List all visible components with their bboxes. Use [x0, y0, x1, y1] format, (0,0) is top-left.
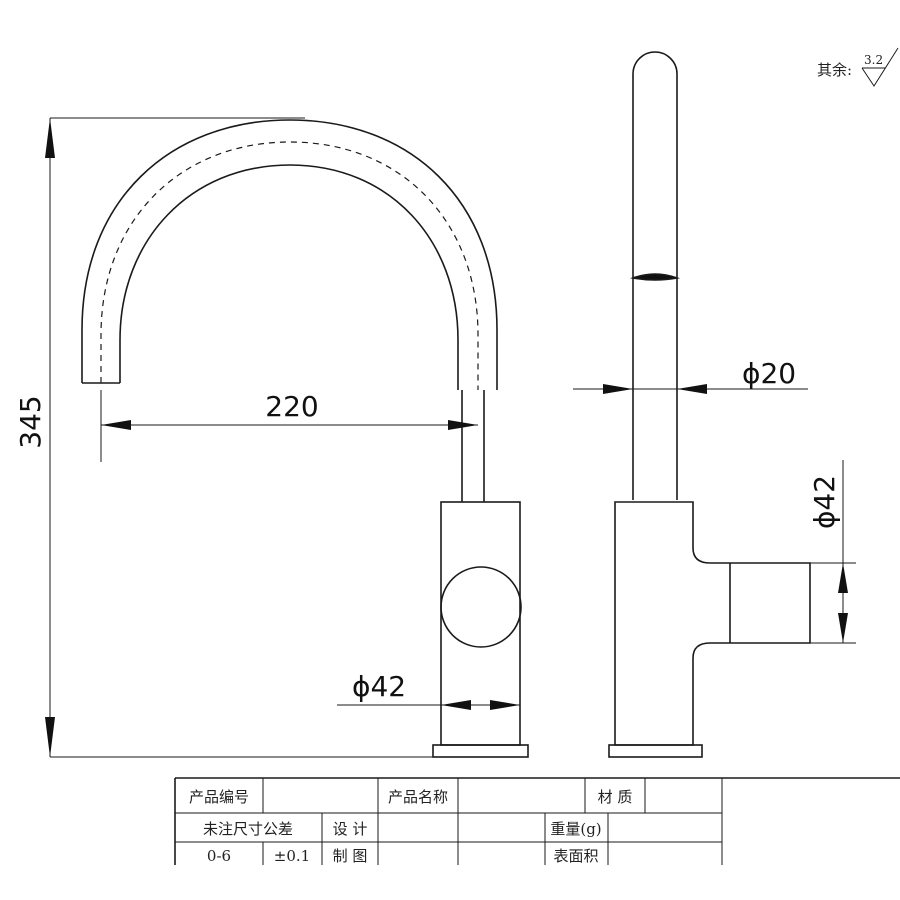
front-view — [81, 119, 529, 758]
svg-text:3.2: 3.2 — [864, 53, 883, 67]
stem-section-mark — [629, 273, 681, 281]
material-label: 材 质 — [598, 788, 633, 806]
tolerance-value: ±0.1 — [274, 847, 310, 865]
spout-inner-edge — [119, 164, 459, 390]
title-block: 产品编号 产品名称 材 质 未注尺寸公差 设 计 重量(g) 0-6 ±0.1 … — [174, 777, 900, 865]
dimension-handle-diameter: ϕ42 — [808, 460, 856, 644]
faucet-body — [440, 501, 521, 746]
dimension-220-label: 220 — [265, 390, 318, 423]
dimension-phi42-front-label: ϕ42 — [352, 670, 406, 703]
range-label: 0-6 — [207, 847, 231, 865]
stem-outline — [632, 51, 678, 500]
side-body — [614, 501, 811, 746]
product-name-label: 产品名称 — [388, 788, 448, 806]
drafting-label: 制 图 — [333, 847, 368, 865]
surface-area-label: 表面积 — [553, 847, 598, 865]
dimension-345-label: 345 — [14, 395, 47, 448]
base-plate — [432, 744, 529, 758]
design-label: 设 计 — [333, 820, 368, 838]
side-view — [608, 51, 811, 758]
dimension-phi20-label: ϕ20 — [742, 357, 796, 390]
spout-outer-edge — [81, 119, 498, 390]
spout-centerline — [100, 141, 479, 390]
dimension-height: 345 — [14, 117, 433, 758]
weight-label: 重量(g) — [550, 820, 601, 838]
dimension-base-diameter: ϕ42 — [337, 670, 520, 710]
dimension-stem-diameter: ϕ20 — [573, 357, 808, 394]
handle-knob — [440, 566, 522, 648]
tolerance-label: 未注尺寸公差 — [203, 820, 293, 838]
surface-roughness-note: 其余: 3.2 — [817, 47, 899, 87]
dimension-reach: 220 — [100, 390, 478, 462]
dimension-phi42-side-label: ϕ42 — [808, 475, 841, 529]
svg-text:其余:: 其余: — [817, 61, 852, 79]
product-code-label: 产品编号 — [189, 788, 249, 806]
side-base-plate — [608, 744, 703, 758]
